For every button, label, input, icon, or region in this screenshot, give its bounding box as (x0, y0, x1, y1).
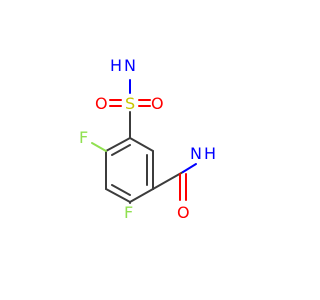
amide-n-label: N (190, 144, 202, 163)
ring-bond (111, 184, 131, 196)
ring-bond (129, 137, 154, 152)
amine-n-label: N (124, 56, 136, 75)
sulfonyl-o2-label: O (151, 94, 164, 113)
molecule-structure: H N S O O F F H N O (79, 56, 216, 222)
amide-h-label: H (204, 144, 216, 163)
amine-h-label: H (110, 56, 122, 75)
sulfonyl-o1-label: O (95, 94, 108, 113)
ring-bond (111, 144, 131, 156)
c-f-top-bond (91, 142, 107, 152)
ring-bond (105, 137, 131, 152)
amide-o-label: O (177, 203, 190, 222)
ring-bond (129, 188, 154, 203)
ring-bond (105, 188, 131, 203)
c-n-amide-bond (182, 163, 197, 173)
sulfonyl-s-label: S (125, 94, 135, 113)
c-c-amide-bond (152, 171, 184, 190)
benzene-ring (105, 137, 154, 203)
fluorine-top-label: F (79, 128, 88, 147)
fluorine-bottom-label: F (124, 203, 133, 222)
